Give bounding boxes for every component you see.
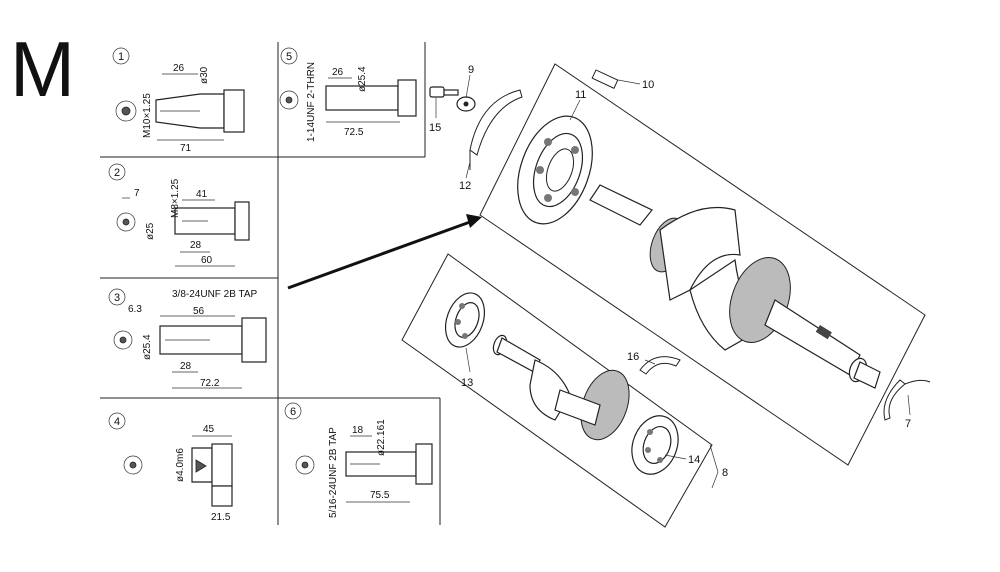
shaft-end-view-icon [279, 90, 299, 110]
shaft-end-view-icon [115, 100, 137, 122]
variant-6-dim-total: 75.5 [370, 490, 390, 501]
variant-2-badge [108, 163, 126, 181]
variant-3-dim-len-b: 28 [180, 361, 192, 372]
variant-3-badge [108, 288, 126, 306]
camshaft-assembly [401, 253, 713, 528]
bolt-icon [429, 86, 476, 112]
variant-3-dim-side: 6.3 [128, 304, 142, 315]
variant-6-dim-len: 18 [352, 425, 364, 436]
variant-5-number: 5 [286, 51, 292, 63]
callout-10: 10 [642, 79, 654, 91]
camshaft-icon [492, 334, 630, 441]
variant-2-dim-len-a: 41 [196, 189, 208, 200]
variant-1-thread: M10×1.25 [142, 93, 153, 138]
shaft-end-view-icon [295, 455, 315, 475]
callout-11: 11 [575, 89, 586, 101]
variant-6-badge [284, 402, 302, 420]
ball-bearing-icon [517, 115, 593, 225]
variant-3: 3 3/8-24UNF 2B TAP 6.3 56 ø25.4 28 72.2 [108, 288, 267, 389]
callout-8: 8 [722, 467, 728, 479]
variant-5: 5 26 ø25.4 1-14UNF 2-THRN 72.5 [279, 47, 417, 142]
variant-1-dim-total: 71 [180, 143, 192, 154]
pointer-arrow-icon [287, 214, 482, 290]
shaft-end-view-icon [113, 330, 133, 350]
variant-1-dim-dia: ø30 [199, 66, 210, 84]
variant-3-tap: 3/8-24UNF 2B TAP [172, 289, 258, 300]
variant-4-number: 4 [114, 416, 120, 428]
variant-3-dim-dia: ø25.4 [142, 334, 153, 360]
callout-15: 15 [429, 122, 441, 134]
callout-7: 7 [905, 418, 911, 430]
variant-2-thread: M8×1.25 [170, 178, 181, 218]
ball-bearing-icon [444, 292, 486, 348]
variant-4-badge [108, 412, 126, 430]
variant-4: 4 45 ø4.0m6 21.5 [108, 412, 233, 523]
variant-6-dim-dia: ø22.161 [376, 419, 387, 456]
callout-12: 12 [459, 180, 471, 192]
callout-13: 13 [461, 377, 473, 389]
variant-3-dim-total: 72.2 [200, 378, 220, 389]
variant-2-number: 2 [114, 167, 120, 179]
variant-5-dim-total: 72.5 [344, 127, 364, 138]
callouts: 10 11 9 15 12 13 16 14 8 7 [429, 64, 911, 489]
variant-6-tap: 5/16-24UNF 2B TAP [328, 427, 339, 518]
variant-2-dim-len-b: 28 [190, 240, 202, 251]
variant-1: 1 26 ø30 M10×1.25 71 [112, 47, 245, 154]
shaft-end-view-icon [123, 455, 143, 475]
variant-4-dim-len: 45 [203, 424, 215, 435]
ball-bearing-icon [631, 415, 679, 475]
variant-6: 6 18 ø22.161 5/16-24UNF 2B TAP 75.5 [284, 402, 433, 518]
variant-2-dim-total: 60 [201, 255, 213, 266]
crankshaft-assembly [429, 63, 931, 466]
callout-16: 16 [627, 351, 639, 363]
variant-4-dim-dia: ø4.0m6 [175, 448, 186, 482]
variant-1-number: 1 [118, 51, 124, 63]
variant-3-dim-len-a: 56 [193, 306, 205, 317]
variant-grid [100, 42, 441, 525]
variant-1-dim-len: 26 [173, 63, 185, 74]
variant-5-dim-len: 26 [332, 67, 344, 78]
variant-2: 2 7 41 M8×1.25 ø25 28 60 [108, 163, 250, 267]
callout-14: 14 [688, 454, 700, 466]
variant-1-badge [112, 47, 130, 65]
variant-2-dim-side: 7 [134, 188, 140, 199]
variant-5-thread: 1-14UNF 2-THRN [306, 62, 317, 142]
variant-3-number: 3 [114, 292, 120, 304]
crankshaft-icon [589, 184, 881, 389]
variant-2-dim-dia: ø25 [145, 222, 156, 240]
variant-6-number: 6 [290, 406, 296, 418]
variant-5-badge [280, 47, 298, 65]
variant-4-dim-total: 21.5 [211, 512, 231, 523]
section-letter: M [10, 25, 75, 113]
variant-5-dim-dia: ø25.4 [357, 66, 368, 92]
shaft-end-view-icon [116, 212, 136, 232]
callout-9: 9 [468, 64, 474, 76]
